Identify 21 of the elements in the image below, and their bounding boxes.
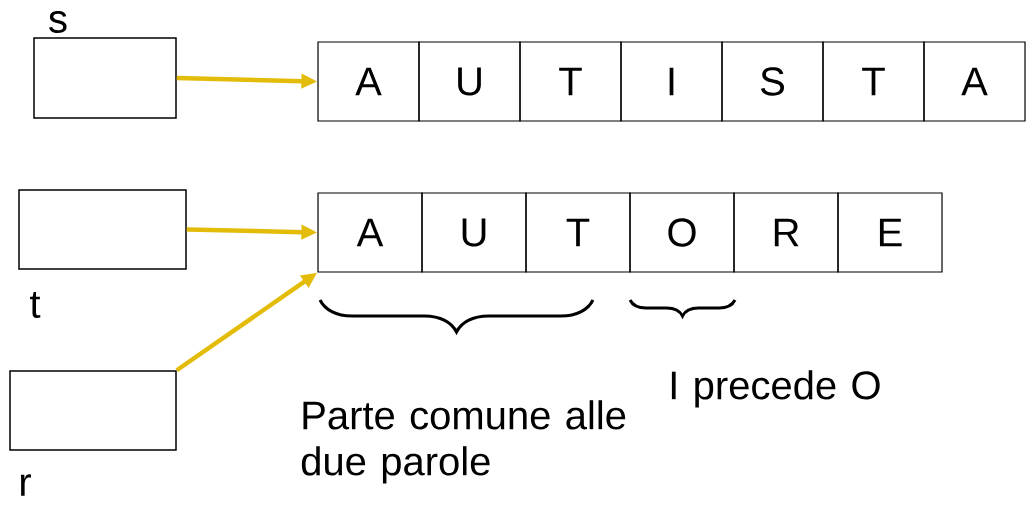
brace-caption: I precede O: [671, 370, 880, 408]
array-cell: T: [519, 41, 622, 122]
array-cell: T: [822, 41, 925, 122]
array-cell: S: [721, 41, 824, 122]
pointer-box: r: [9, 370, 177, 496]
array-cell: I: [620, 41, 723, 122]
array-cell: O: [629, 192, 735, 273]
array-cell: U: [421, 192, 527, 273]
array-cell: U: [418, 41, 521, 122]
array-cell: A: [317, 41, 420, 122]
pointer-box: t: [18, 189, 187, 319]
array-cell: E: [837, 192, 943, 273]
node-label: s: [49, 11, 67, 33]
node-label: r: [20, 474, 31, 496]
pointer-box: s: [33, 11, 177, 119]
array-cell: A: [923, 41, 1026, 122]
node-label: t: [30, 291, 41, 319]
brace-caption: Parte comune alle due parole: [301, 400, 626, 484]
array-cell: T: [525, 192, 631, 273]
array-cell: R: [733, 192, 839, 273]
array-cell: A: [317, 192, 423, 273]
